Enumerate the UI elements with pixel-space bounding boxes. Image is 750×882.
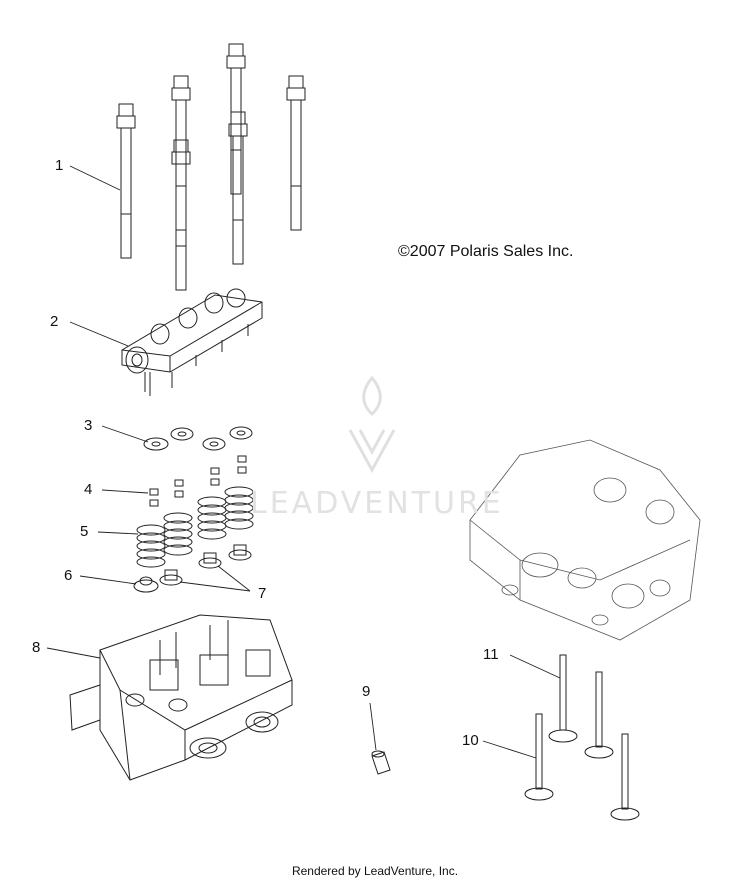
callout-9: 9 xyxy=(362,683,371,700)
valve-spring xyxy=(163,512,193,556)
valve xyxy=(610,733,640,821)
callout-7: 7 xyxy=(258,585,267,602)
callout-1: 1 xyxy=(55,157,64,174)
head-bolt xyxy=(171,75,191,231)
valve xyxy=(584,671,614,759)
head-bolt xyxy=(286,75,306,231)
cylinder-head xyxy=(69,614,293,781)
leadventure-watermark-logo xyxy=(348,375,396,474)
copyright-notice: ©2007 Polaris Sales Inc. xyxy=(398,243,574,260)
valve-seals-and-seats xyxy=(133,544,252,593)
dowel-pin xyxy=(371,750,391,775)
callout-3: 3 xyxy=(84,417,93,434)
watermark-text: LEADVENTURE xyxy=(250,486,504,521)
valve-spring xyxy=(224,486,254,530)
valve-springs xyxy=(136,486,254,568)
intake-exhaust-valves xyxy=(524,654,640,821)
valve-spring xyxy=(197,496,227,540)
callout-8: 8 xyxy=(32,639,41,656)
spring-retainers xyxy=(143,426,253,451)
reference-cylinder-head xyxy=(469,439,701,641)
head-bolt xyxy=(171,139,191,291)
head-bolt xyxy=(226,43,246,195)
valve xyxy=(524,713,554,801)
callout-10: 10 xyxy=(462,732,479,749)
callout-6: 6 xyxy=(64,567,73,584)
valve-keepers xyxy=(149,455,247,507)
head-bolt xyxy=(116,103,136,259)
callout-5: 5 xyxy=(80,523,89,540)
callout-4: 4 xyxy=(84,481,93,498)
callout-2: 2 xyxy=(50,313,59,330)
head-bolt xyxy=(228,111,248,265)
valve-spring xyxy=(136,524,166,568)
leader-lines xyxy=(46,165,561,759)
footer-credit: Rendered by LeadVenture, Inc. xyxy=(291,864,459,878)
head-bolts xyxy=(116,43,306,291)
rocker-arm-assembly xyxy=(121,288,263,396)
valve xyxy=(548,654,578,743)
callout-11: 11 xyxy=(483,646,499,663)
